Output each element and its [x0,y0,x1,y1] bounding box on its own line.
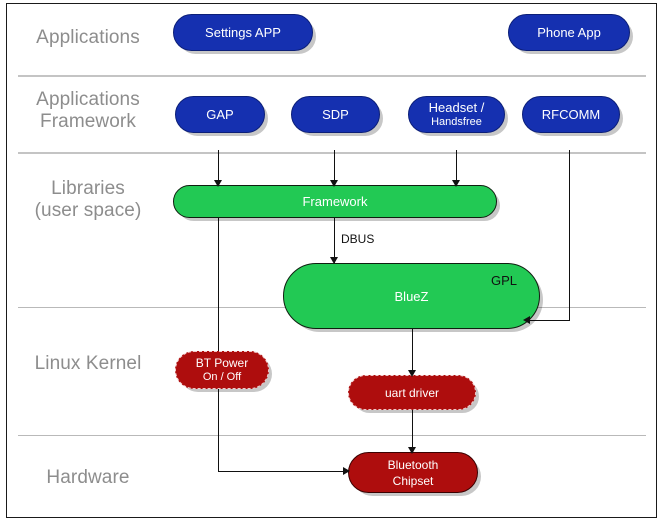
node-settings-app[interactable]: Settings APP [173,14,313,51]
node-settings-app-label: Settings APP [205,25,281,40]
node-framework[interactable]: Framework [173,185,497,218]
node-bt-power-label-line2: On / Off [202,371,242,383]
node-uart-driver-label: uart driver [384,385,440,400]
band-label-applications-framework: Applications Framework [36,89,140,132]
edge-gap-bypass-vertical [218,215,219,472]
edge-framework-to-bluez-arrowhead [329,257,338,264]
divider-applications-framework [18,152,646,154]
edge-framework-to-bluez [334,216,335,263]
band-label-hardware: Hardware [46,467,130,488]
node-phone-app[interactable]: Phone App [508,14,630,51]
node-rfcomm-label: RFCOMM [541,107,601,122]
edge-label-dbus: DBUS [341,232,375,246]
node-phone-app-label: Phone App [537,25,601,40]
node-gap-label: GAP [206,107,234,122]
node-bluetooth-chipset-label-line1: Bluetooth [387,457,439,472]
edge-gap-bypass-arrowhead [343,466,350,475]
band-label-linux-kernel: Linux Kernel [34,353,142,374]
node-bluetooth-chipset[interactable]: Bluetooth Chipset [348,452,478,493]
edge-sdp-to-framework [334,150,335,188]
node-bt-power[interactable]: BT Power On / Off [175,351,269,389]
edge-gap-to-framework-arrowhead [213,180,222,187]
node-sdp-label: SDP [322,107,349,122]
edge-rfcomm-to-bluez-vertical [569,150,570,320]
node-headset-handsfree-label-line2: Handsfree [431,115,482,128]
edge-sdp-to-framework-arrowhead [329,180,338,187]
edge-headset-to-framework [456,150,457,188]
diagram-border [6,3,657,518]
divider-linux-kernel [18,435,646,436]
band-label-libraries: Libraries (user space) [34,178,142,221]
edge-gap-to-framework [218,150,219,188]
edge-gap-bypass-horizontal [218,471,349,472]
edge-uart-to-chipset-arrowhead [407,447,416,454]
band-label-applications: Applications [36,27,140,48]
edge-rfcomm-to-bluez-arrowhead [523,315,530,324]
edge-headset-to-framework-arrowhead [451,180,460,187]
node-headset-handsfree-label-line1: Headset / [428,99,485,115]
node-sdp[interactable]: SDP [291,96,380,133]
node-uart-driver[interactable]: uart driver [348,375,476,410]
node-gap[interactable]: GAP [175,96,265,133]
node-rfcomm[interactable]: RFCOMM [522,96,620,133]
node-bluez-gpl-tag: GPL [490,273,517,288]
node-bluetooth-chipset-label-line2: Chipset [392,473,434,488]
divider-applications [18,75,646,77]
edge-uart-to-chipset [412,408,413,453]
node-framework-label: Framework [302,194,368,209]
node-bluez-label: BlueZ [394,288,429,304]
node-bt-power-label-line1: BT Power [195,356,249,370]
node-bluez[interactable]: BlueZ GPL [283,263,540,329]
edge-bluez-to-uart [412,327,413,376]
edge-rfcomm-to-bluez-horizontal [528,320,570,321]
node-headset-handsfree[interactable]: Headset / Handsfree [408,96,505,133]
edge-bluez-to-uart-arrowhead [407,370,416,377]
